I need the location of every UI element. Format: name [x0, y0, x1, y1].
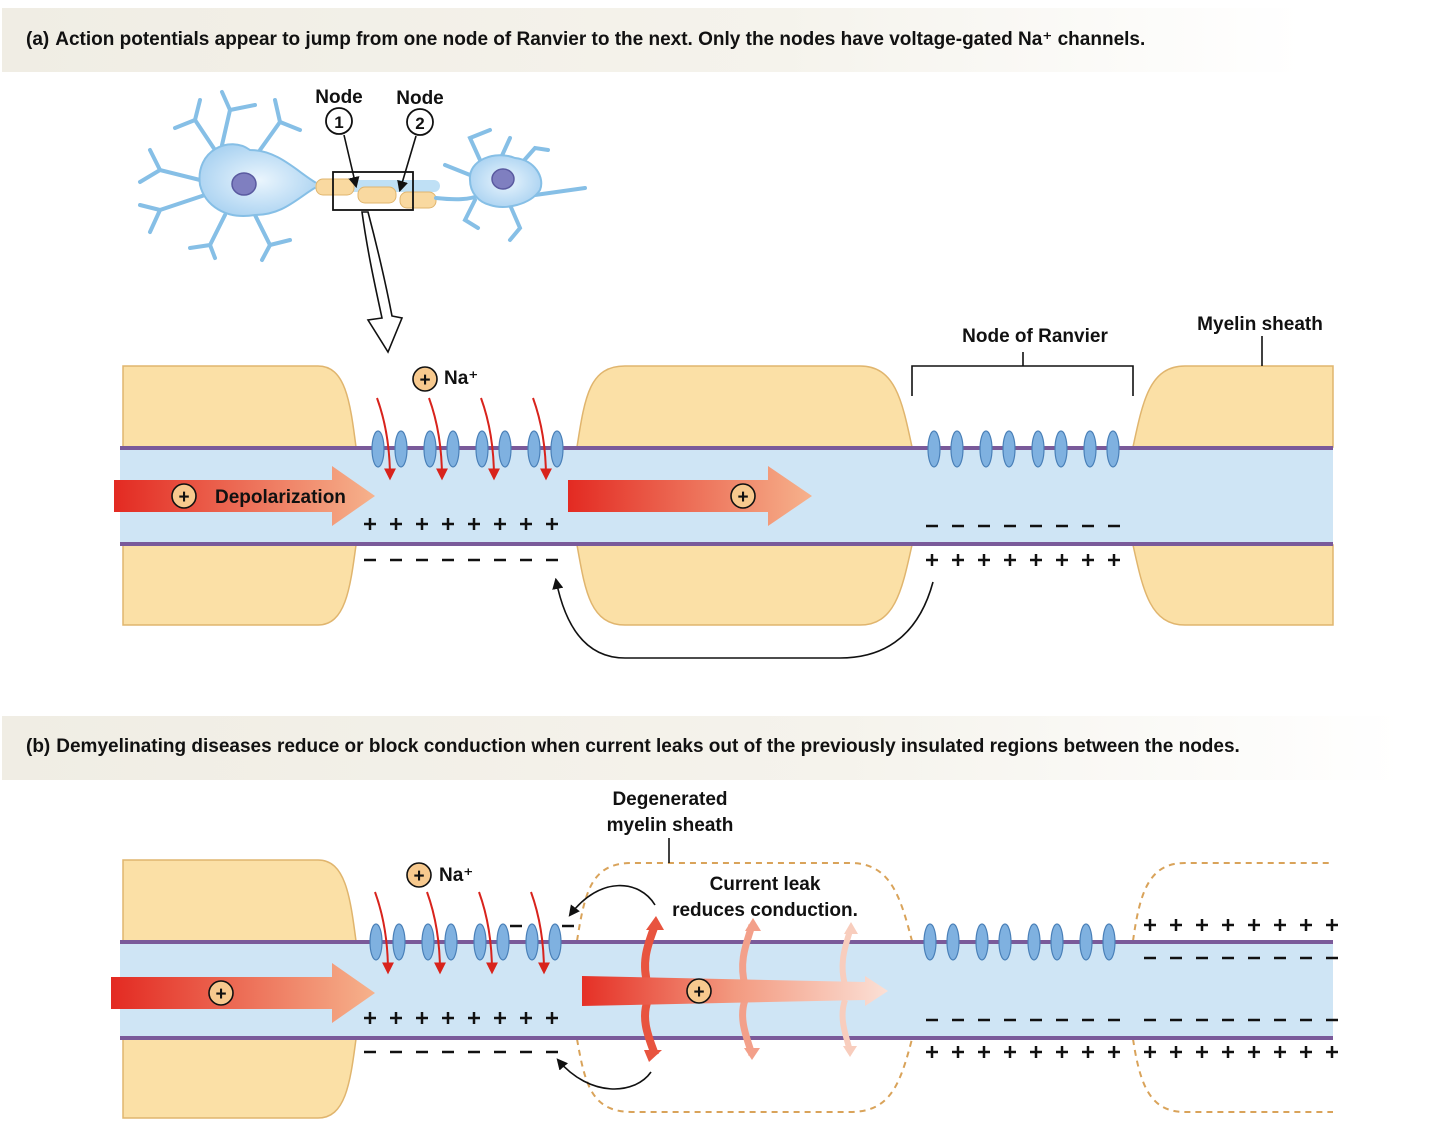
node1-number: 1	[334, 113, 343, 132]
na-channels-b-node2	[923, 923, 1116, 961]
depolarization-ion-1	[171, 483, 197, 509]
depolarization-arrow-1	[114, 466, 375, 526]
na-label-a: Na⁺	[444, 368, 478, 389]
na-channels-a-node2	[927, 430, 1120, 468]
panel-a-letter: (a)	[26, 29, 50, 50]
local-current-arrow-a	[552, 577, 934, 659]
node1-circle	[325, 107, 353, 135]
node-of-ranvier-bracket	[911, 352, 1134, 396]
leak-return-arrow-bottom	[556, 1058, 652, 1090]
depolarization-ion-1-plus: +	[178, 487, 189, 508]
depolarization-ion-2	[730, 483, 756, 509]
depolarization-arrow-b1	[111, 963, 375, 1023]
charges-a-node1-inside-plus	[364, 518, 558, 530]
charges-b-right-top-plus	[1144, 919, 1338, 931]
leak-return-arrow-top	[568, 884, 656, 917]
node2-number: 2	[415, 114, 424, 133]
panel-a-header	[2, 8, 1302, 72]
node2-pointer	[397, 135, 417, 193]
depolarization-arrow-b2	[582, 976, 888, 1006]
na-influx-arrows-b	[374, 891, 550, 975]
depolarization-ion-2-plus: +	[737, 487, 748, 508]
na-ion-a-plus: +	[419, 370, 430, 391]
na-ion-b	[406, 862, 432, 888]
na-channels-b-node1	[369, 923, 562, 961]
degenerated-label-line2: myelin sheath	[607, 815, 734, 836]
node1-pointer	[343, 134, 360, 189]
na-ion-b-plus: +	[413, 866, 424, 887]
panel-b-caption-row: (b)Demyelinating diseases reduce or bloc…	[26, 736, 1240, 758]
depolarization-ion-b2	[686, 978, 712, 1004]
current-leak-label-line2: reduces conduction.	[672, 900, 858, 921]
depolarization-label: Depolarization	[215, 487, 346, 508]
zoom-arrow	[361, 211, 404, 354]
na-channels-a-node1	[371, 430, 564, 468]
node-of-ranvier-label: Node of Ranvier	[962, 326, 1108, 347]
panel-b-caption: Demyelinating diseases reduce or block c…	[56, 736, 1240, 757]
charges-a-node2-outside-plus	[926, 554, 1120, 566]
depolarization-ion-b1	[208, 980, 234, 1006]
na-influx-arrows-a	[376, 397, 552, 481]
myelin-sheath-label: Myelin sheath	[1197, 314, 1323, 335]
depolarization-ion-b1-plus: +	[215, 984, 226, 1005]
node2-label: Node	[396, 88, 444, 109]
node1-label: Node	[315, 87, 363, 108]
current-leak-label-line1: Current leak	[710, 874, 821, 895]
panel-a-caption: Action potentials appear to jump from on…	[55, 29, 1146, 50]
panel-b-header	[2, 716, 1402, 780]
depolarization-arrow-2	[568, 466, 812, 526]
depolarization-ion-b2-plus: +	[693, 982, 704, 1003]
neuron-overview	[138, 90, 587, 262]
panel-b-letter: (b)	[26, 736, 51, 757]
na-ion-a	[412, 366, 438, 392]
panel-a-caption-row: (a)Action potentials appear to jump from…	[26, 28, 1145, 51]
node2-circle	[406, 108, 434, 136]
degenerated-label-line1: Degenerated	[612, 789, 727, 810]
na-label-b: Na⁺	[439, 865, 473, 886]
charges-b-node2-outside-plus	[926, 1046, 1338, 1058]
charges-b-node1-inside-plus	[364, 1012, 558, 1024]
